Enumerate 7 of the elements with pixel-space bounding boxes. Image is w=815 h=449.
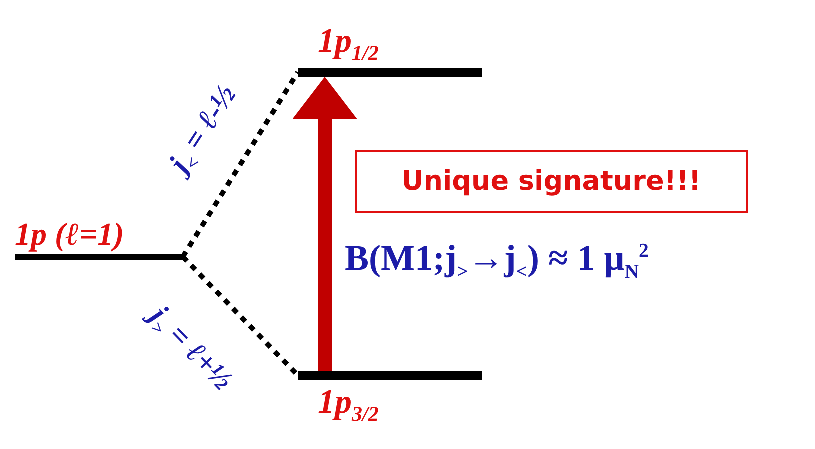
transition-arrow: [292, 77, 358, 371]
dotted-connector: [181, 255, 300, 378]
level-label: 1p$_{1/2}$: [317, 22, 380, 67]
callout-box: Unique signature!!!: [355, 150, 748, 213]
dotted-connector: [180, 71, 300, 258]
level-label: 1p$_{3/2}$: [317, 383, 380, 428]
level-label: 1p (ℓ=1): [15, 215, 126, 254]
